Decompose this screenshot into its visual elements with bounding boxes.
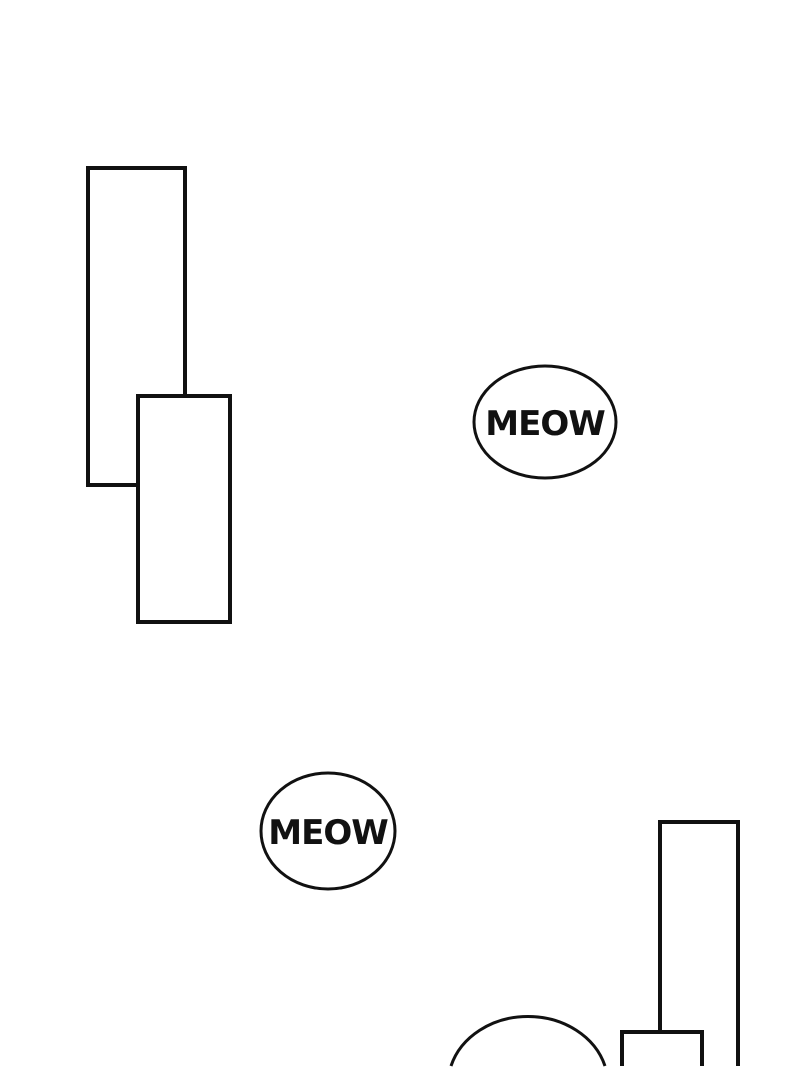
short-pillar — [136, 394, 232, 624]
right-pillars — [620, 820, 740, 1066]
bubble-text: MEOW — [268, 813, 388, 853]
tall-pillar — [658, 820, 740, 1066]
speech-bubble-1: MEOW — [472, 364, 618, 480]
speech-bubble-2: MEOW — [259, 771, 397, 891]
short-pillar — [620, 1030, 704, 1066]
partial-bubble — [449, 1014, 607, 1067]
left-pillars — [86, 166, 232, 624]
bubble-text: MEOW — [485, 404, 605, 444]
